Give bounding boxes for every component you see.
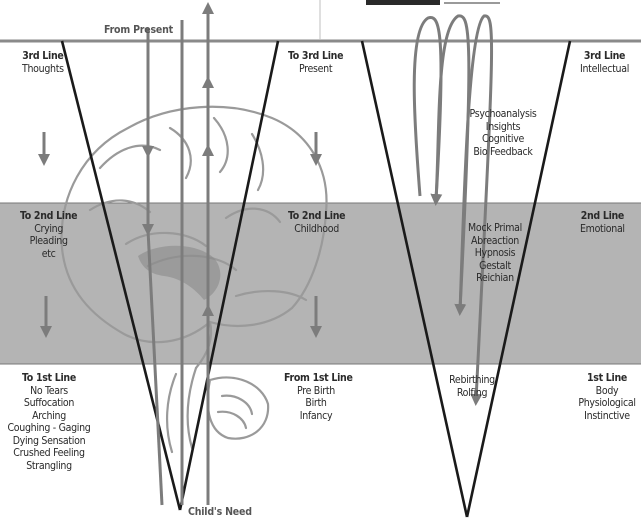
therapies-upper: Psychoanalysis Insights Cognitive Bio Fe… (464, 108, 542, 158)
label-from-1st-line: From 1st Line Pre Birth Birth Infancy (284, 372, 348, 422)
label-to-2nd-line-childhood: To 2nd Line Childhood (288, 210, 345, 235)
label-to-1st-line: To 1st Line No Tears Suffocation Arching… (6, 372, 92, 472)
therapies-middle: Mock Primal Abreaction Hypnosis Gestalt … (460, 222, 530, 285)
label-right-3rd-line: 3rd Line Intellectual (580, 50, 629, 75)
label-to-3rd-line: To 3rd Line Present (288, 50, 343, 75)
label-to-2nd-line-crying: To 2nd Line Crying Pleading etc (20, 210, 77, 260)
label-3rd-line-thoughts: 3rd Line Thoughts (22, 50, 64, 75)
label-right-2nd-line: 2nd Line Emotional (580, 210, 625, 235)
therapy-hook-arrows (414, 16, 491, 400)
top-right-caption-bar (366, 0, 440, 5)
from-present-label: From Present (104, 24, 173, 36)
therapies-lower: Rebirthing Rolfing (442, 374, 502, 399)
childs-need-label: Child's Need (188, 506, 252, 518)
label-right-1st-line: 1st Line Body Physiological Instinctive (574, 372, 640, 422)
